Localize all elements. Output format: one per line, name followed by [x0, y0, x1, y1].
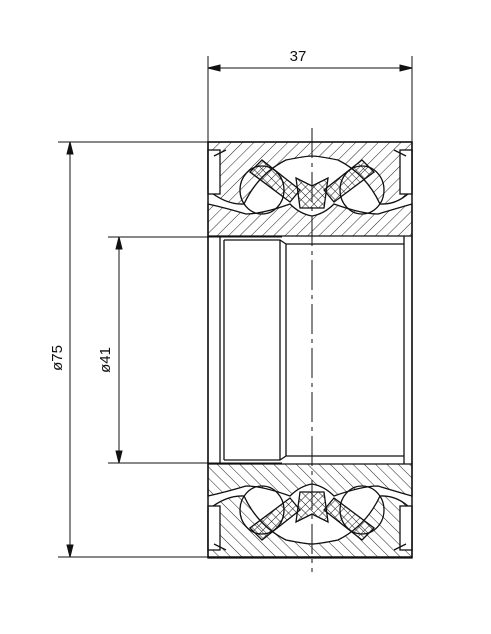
outer-diameter-label: ø75	[49, 345, 66, 371]
width-dimension	[207, 56, 413, 142]
seal-bottom-right	[399, 505, 413, 551]
bearing-outline	[207, 141, 413, 558]
outer-diameter-dimension	[58, 141, 210, 558]
width-dimension-label: 37	[290, 48, 307, 65]
cage-bottom	[295, 491, 329, 524]
inner-ring-bottom	[207, 463, 413, 497]
seal-top-right	[399, 149, 413, 195]
seal-bottom-left	[207, 505, 221, 551]
bearing-section-bottom	[207, 463, 413, 559]
cage-top	[295, 176, 329, 209]
inner-ring-top	[207, 203, 413, 237]
bore	[207, 236, 413, 464]
inner-diameter-dimension	[108, 236, 282, 464]
seal-top-left	[207, 149, 221, 195]
inner-diameter-label: ø41	[97, 347, 114, 373]
bearing-section-top	[207, 141, 413, 237]
